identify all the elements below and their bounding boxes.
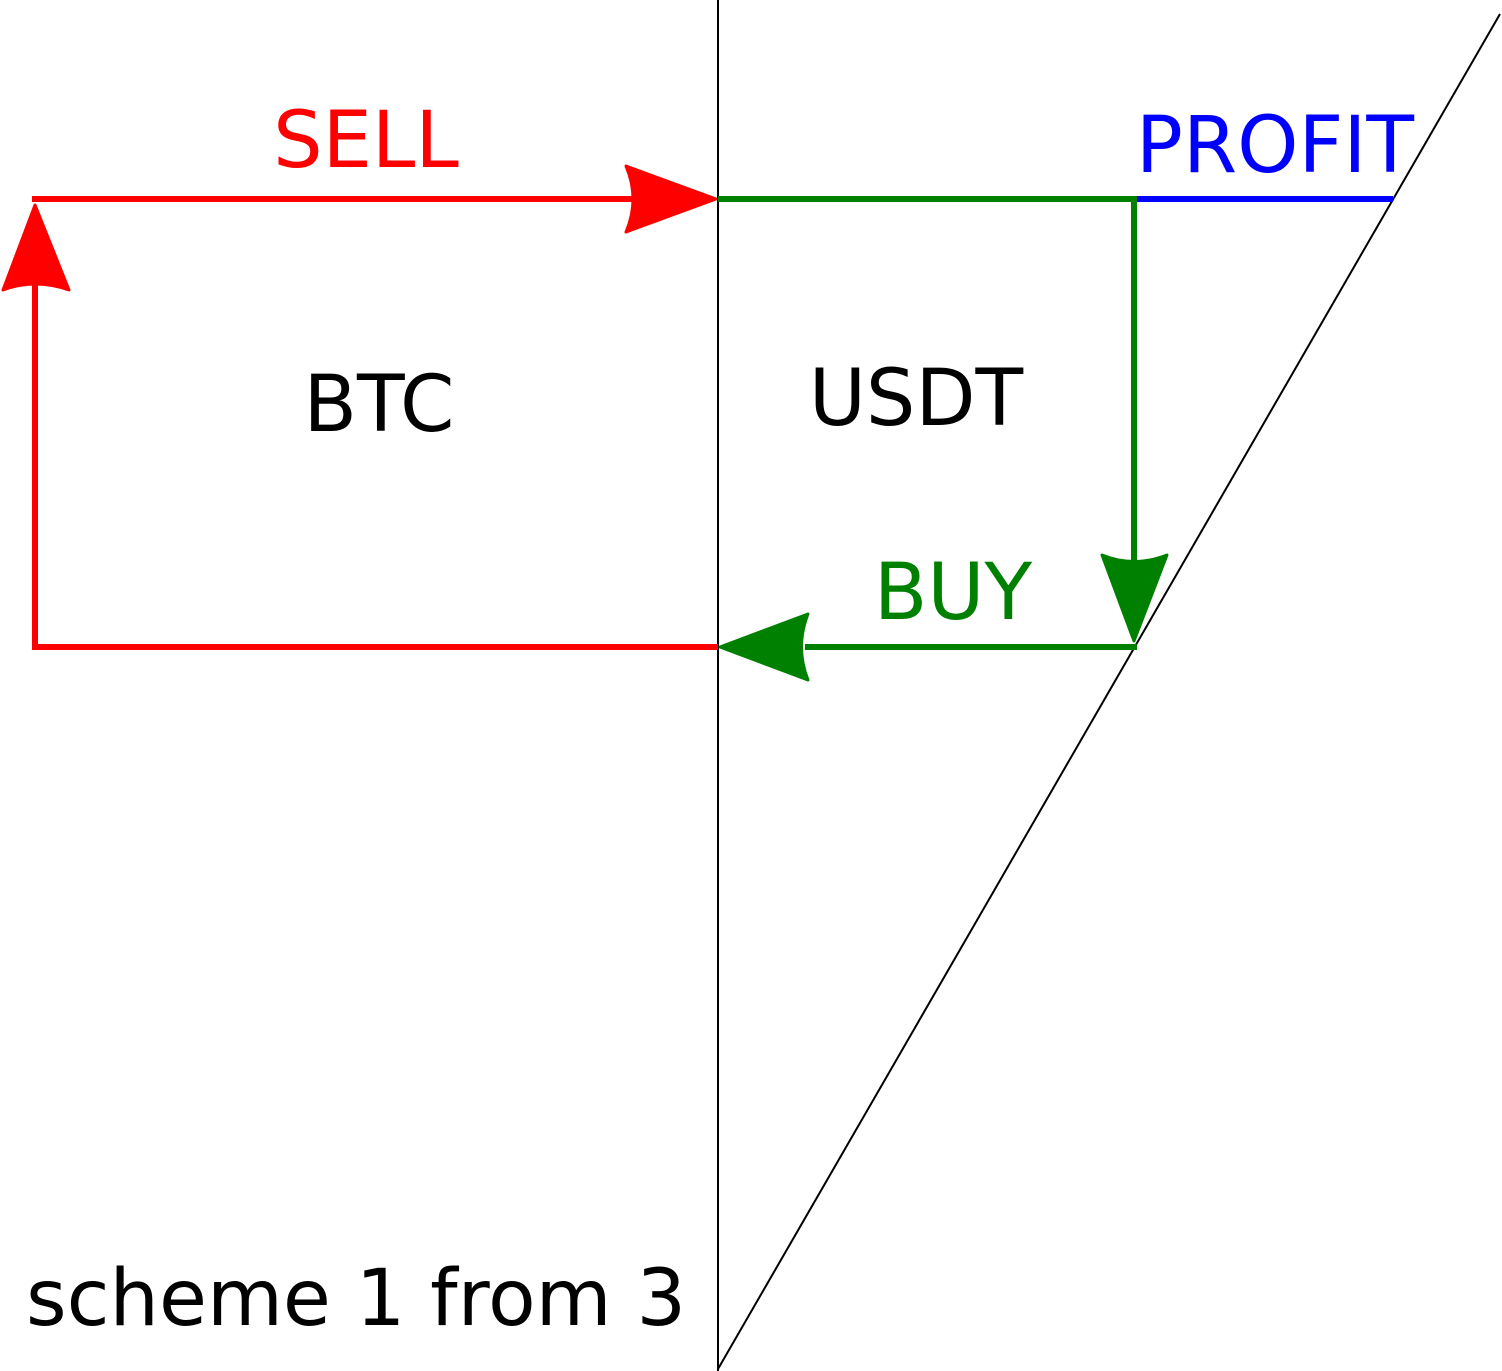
buy-label: BUY [874, 548, 1033, 638]
usdt-label: USDT [809, 354, 1024, 444]
buy-down-arrowhead [1100, 553, 1169, 643]
btc-label: BTC [303, 360, 454, 450]
caption-label: scheme 1 from 3 [26, 1254, 686, 1344]
sell-right-arrowhead [624, 164, 718, 234]
sell-label: SELL [273, 96, 459, 186]
profit-label: PROFIT [1136, 101, 1414, 191]
buy-left-arrowhead [718, 612, 810, 682]
sell-up-arrowhead [1, 203, 71, 292]
diagonal-line [717, 13, 1501, 1370]
